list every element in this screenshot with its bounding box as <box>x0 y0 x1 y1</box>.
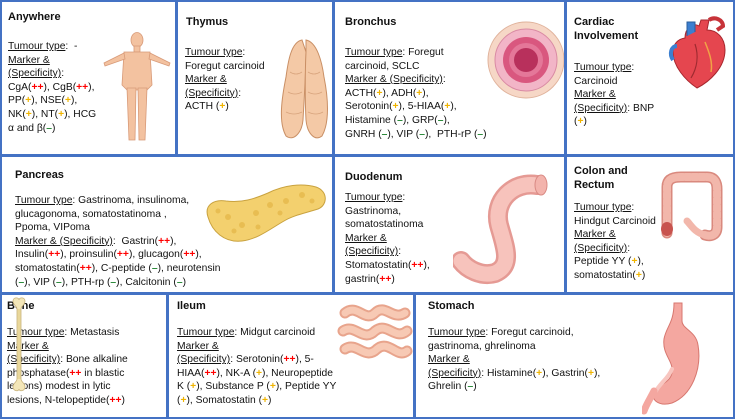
tumour-type-value: Carcinoid <box>574 75 618 87</box>
marker-label: Marker & <box>177 340 219 352</box>
specificity-label: (Specificity) <box>7 354 61 366</box>
specificity-label: (Specificity) <box>428 367 482 379</box>
marker-label: Marker & <box>8 54 50 66</box>
marker-label: Marker & <box>345 232 387 244</box>
bronchus-cross-section-icon <box>487 21 564 99</box>
colon-icon <box>661 171 723 242</box>
tumour-type-label: Tumour type <box>574 202 632 213</box>
duodenum-icon <box>453 174 548 284</box>
tumour-type-value: - <box>74 41 78 52</box>
pancreas-icon <box>206 184 326 242</box>
marker-label: Marker & <box>574 229 616 241</box>
panel-thymus: Thymus Tumour type: Foregut carcinoid Ma… <box>176 0 334 156</box>
panel-body: Tumour type: Midgut carcinoid Marker & (… <box>177 327 337 406</box>
panel-body: Tumour type: Foregut carcinoid Marker & … <box>185 47 265 113</box>
panel-title: Stomach <box>428 300 475 312</box>
marker-list: Peptide YY (+), somatostatin(+) <box>574 256 646 281</box>
panel-title: Pancreas <box>15 169 64 181</box>
human-body-icon <box>103 32 171 141</box>
marker-label: Marker & <box>428 354 470 366</box>
panel-colon-and-rectum: Colon and Rectum Tumour type: Hindgut Ca… <box>565 155 735 294</box>
marker-label: Marker & (Specificity) <box>345 74 443 86</box>
panel-bone: Bone Tumour type: Metastasis Marker & (S… <box>0 293 168 419</box>
panel-anywhere: Anywhere Tumour type: - Marker & (Specif… <box>0 0 177 156</box>
tumour-type-label: Tumour type <box>574 62 632 73</box>
panel-cardiac-involvement: Cardiac Involvement Tumour type: Carcino… <box>565 0 735 156</box>
tumour-type-value: Metastasis <box>70 327 120 338</box>
panel-body: Tumour type: Foregut carcinoid, SCLC Mar… <box>345 47 487 140</box>
tumour-type-label: Tumour type <box>345 47 403 58</box>
specificity-label: (Specificity) <box>574 242 628 254</box>
panel-title: Thymus <box>186 16 229 28</box>
panel-title: Ileum <box>177 300 206 312</box>
panel-body: Tumour type: Gastrinoma, somatostatinoma… <box>345 192 430 285</box>
tumour-type-label: Tumour type <box>8 41 66 52</box>
panel-body: Tumour type: Metastasis Marker & (Specif… <box>7 327 128 406</box>
specificity-label: (Specificity) <box>345 246 399 258</box>
tumour-type-label: Tumour type <box>15 195 73 206</box>
panel-stomach: Stomach Tumour type: Foregut carcinoid, … <box>414 293 735 419</box>
marker-label: Marker & (Specificity) <box>15 235 113 247</box>
marker-label: Marker & <box>7 340 49 352</box>
panel-body: Tumour type: Gastrinoma, insulinoma, glu… <box>15 195 221 288</box>
panel-body: Tumour type: Foregut carcinoid, gastrino… <box>428 327 601 393</box>
panel-body: Tumour type: - Marker & (Specificity): C… <box>8 41 97 134</box>
marker-list: ACTH(+), ADH(+), Serotonin(+), 5-HIAA(+)… <box>345 87 487 140</box>
panel-title: Cardiac Involvement <box>574 16 639 42</box>
ileum-icon <box>337 304 413 359</box>
panel-duodenum: Duodenum Tumour type: Gastrinoma, somato… <box>333 155 566 294</box>
marker-list: CgA(++), CgB(++), PP(+), NSE(+), NK(+), … <box>8 81 97 134</box>
tumour-type-label: Tumour type <box>185 47 243 58</box>
panel-title: Anywhere <box>8 11 61 23</box>
tumour-type-value: Hindgut Carcinoid <box>574 215 656 227</box>
panel-title: Duodenum <box>345 171 403 183</box>
tumour-type-value: Foregut carcinoid <box>185 60 265 72</box>
panel-body: Tumour type: Carcinoid Marker & (Specifi… <box>574 62 655 128</box>
specificity-label: (Specificity) <box>185 87 239 99</box>
marker-list: Stomatostatin(++), gastrin(++) <box>345 259 430 285</box>
specificity-label: (Specificity) <box>574 102 628 114</box>
panel-title: Colon and Rectum <box>574 165 628 191</box>
tumour-type-label: Tumour type <box>428 327 486 338</box>
panel-bronchus: Bronchus Tumour type: Foregut carcinoid,… <box>333 0 566 156</box>
tumour-type-label: Tumour type <box>345 192 403 203</box>
panel-title: Bronchus <box>345 16 397 28</box>
tumour-type-label: Tumour type <box>7 327 65 338</box>
heart-icon <box>668 16 726 89</box>
stomach-icon <box>642 302 700 415</box>
marker-list: ACTH (+) <box>185 101 229 113</box>
thymus-icon <box>280 39 328 139</box>
bone-icon <box>12 297 26 392</box>
tumour-type-value: Midgut carcinoid <box>240 327 316 338</box>
marker-label: Marker & <box>574 89 616 101</box>
panel-pancreas: Pancreas Tumour type: Gastrinoma, insuli… <box>0 155 334 294</box>
specificity-label: (Specificity) <box>177 354 231 366</box>
specificity-label: (Specificity) <box>8 68 62 80</box>
panel-ileum: Ileum Tumour type: Midgut carcinoid Mark… <box>167 293 415 419</box>
tumour-type-label: Tumour type <box>177 327 235 338</box>
marker-label: Marker & <box>185 74 227 86</box>
panel-body: Tumour type: Hindgut Carcinoid Marker & … <box>574 202 656 281</box>
